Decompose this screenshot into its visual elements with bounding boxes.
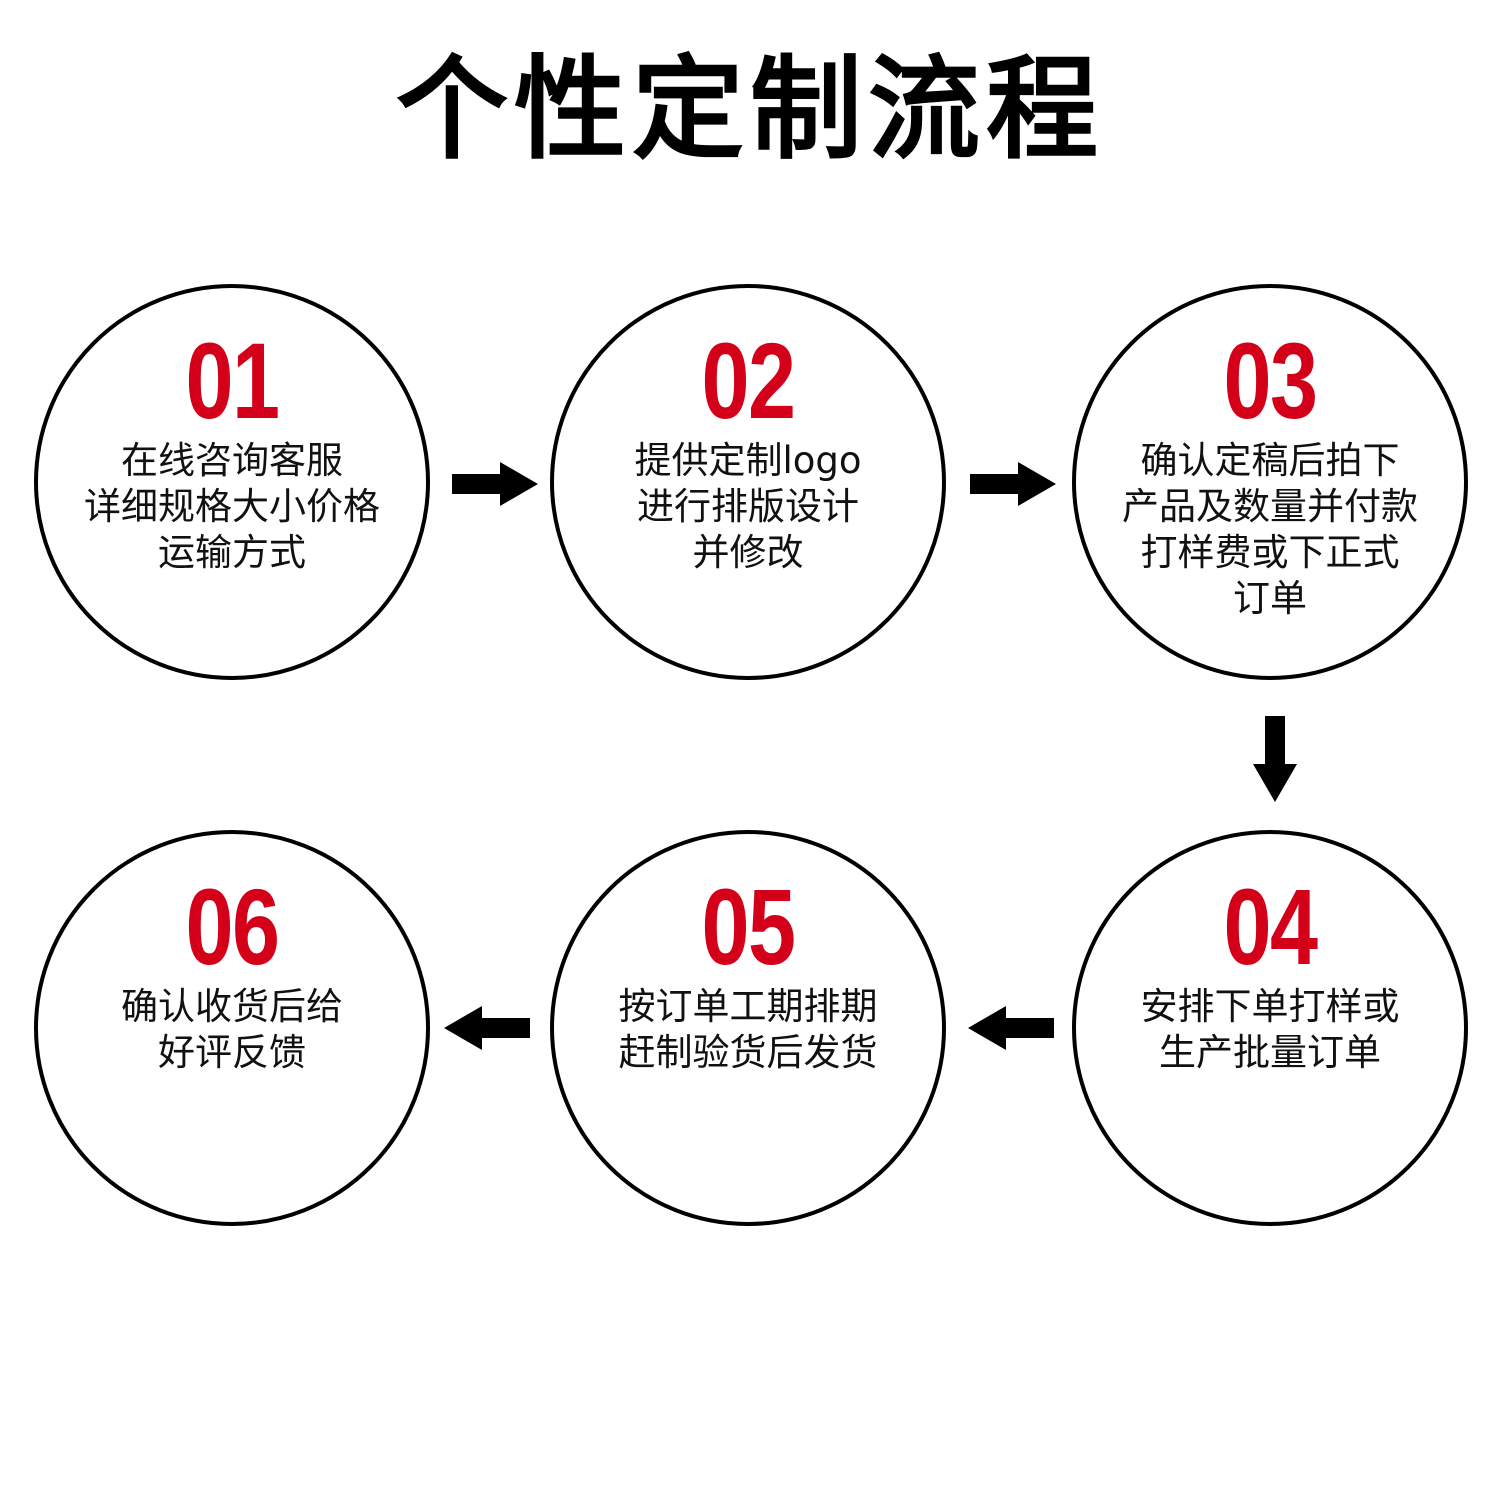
step-01-text: 在线咨询客服 详细规格大小价格 运输方式 [58, 438, 406, 576]
step-06-line-1: 确认收货后给 [121, 985, 343, 1028]
step-06-text: 确认收货后给 好评反馈 [58, 984, 406, 1076]
step-03-text: 确认定稿后拍下 产品及数量并付款 打样费或下正式 订单 [1096, 438, 1444, 622]
arrow-down-icon [1253, 716, 1297, 802]
step-02-line-1: 提供定制logo [634, 439, 862, 482]
step-03-number: 03 [1223, 320, 1319, 441]
step-01-circle: 01 在线咨询客服 详细规格大小价格 运输方式 [34, 284, 430, 680]
step-05-circle: 05 按订单工期排期 赶制验货后发货 [550, 830, 946, 1226]
step-02-line-2: 进行排版设计 [637, 485, 859, 528]
arrow-left-icon [444, 1006, 530, 1050]
step-01-line-1: 在线咨询客服 [121, 439, 343, 482]
arrow-right-icon [452, 462, 538, 506]
step-02-circle: 02 提供定制logo 进行排版设计 并修改 [550, 284, 946, 680]
step-03-circle: 03 确认定稿后拍下 产品及数量并付款 打样费或下正式 订单 [1072, 284, 1468, 680]
step-03-line-2: 产品及数量并付款 [1122, 485, 1418, 528]
step-04-line-1: 安排下单打样或 [1140, 985, 1400, 1028]
step-05-text: 按订单工期排期 赶制验货后发货 [574, 984, 922, 1076]
step-01-line-2: 详细规格大小价格 [84, 485, 380, 528]
step-03-line-3: 打样费或下正式 [1140, 531, 1400, 574]
step-02-number: 02 [701, 320, 797, 441]
step-04-line-2: 生产批量订单 [1159, 1031, 1381, 1074]
step-01-line-3: 运输方式 [158, 531, 306, 574]
step-06-circle: 06 确认收货后给 好评反馈 [34, 830, 430, 1226]
arrow-right-icon [970, 462, 1056, 506]
step-01-number: 01 [185, 320, 281, 441]
step-05-line-2: 赶制验货后发货 [618, 1031, 878, 1074]
step-05-number: 05 [701, 866, 797, 987]
step-03-line-4: 订单 [1233, 577, 1307, 620]
step-06-number: 06 [185, 866, 281, 987]
step-04-text: 安排下单打样或 生产批量订单 [1096, 984, 1444, 1076]
step-05-line-1: 按订单工期排期 [618, 985, 878, 1028]
step-03-line-1: 确认定稿后拍下 [1140, 439, 1400, 482]
step-04-circle: 04 安排下单打样或 生产批量订单 [1072, 830, 1468, 1226]
step-02-text: 提供定制logo 进行排版设计 并修改 [574, 438, 922, 576]
step-02-line-3: 并修改 [692, 531, 804, 574]
arrow-left-icon [968, 1006, 1054, 1050]
step-06-line-2: 好评反馈 [158, 1031, 306, 1074]
page-title: 个性定制流程 [396, 45, 1104, 175]
step-04-number: 04 [1223, 866, 1319, 987]
